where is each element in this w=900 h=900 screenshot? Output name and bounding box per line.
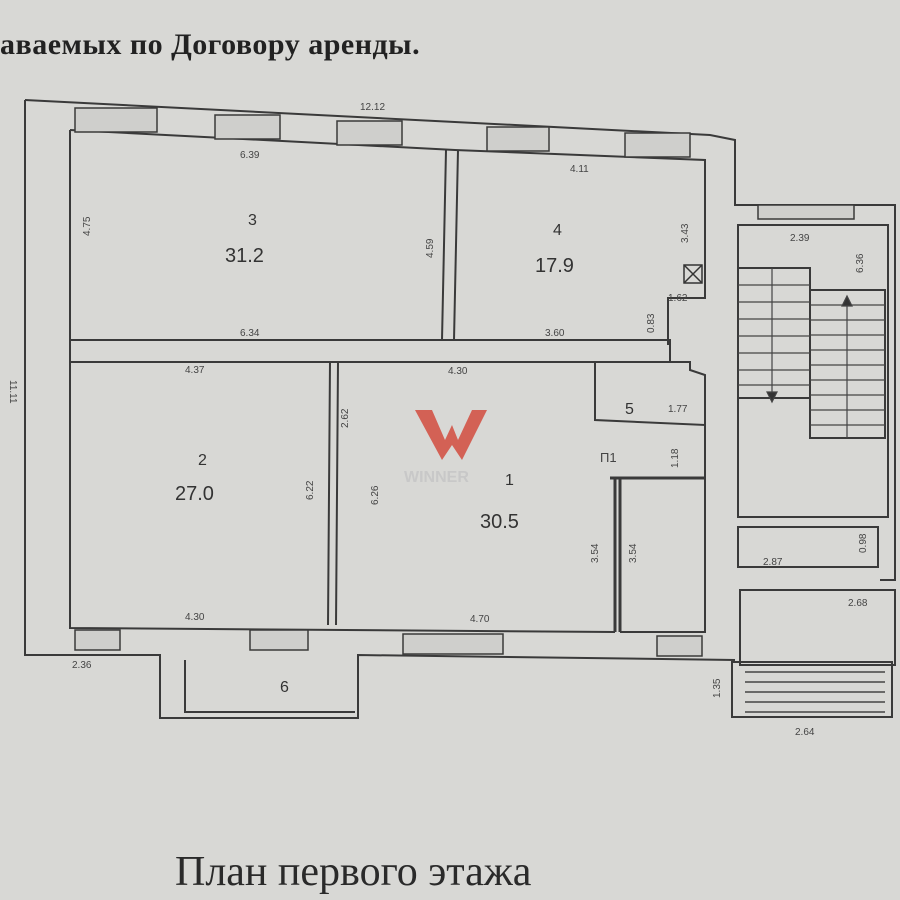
dim-vestibule: 2.68: [848, 598, 868, 609]
watermark-text: WINNER: [404, 469, 469, 486]
dim-porch-width: 2.64: [795, 727, 815, 738]
dim-r2-bottom: 4.30: [185, 612, 205, 623]
dim-stair-top: 2.39: [790, 233, 810, 244]
vent-shaft-icon: [683, 264, 703, 284]
dim-r5: 1.77: [668, 404, 688, 415]
dim-r1-bottom: 4.70: [470, 614, 490, 625]
room-4-number: 4: [553, 222, 562, 239]
watermark-logo: WINNER: [404, 410, 487, 486]
dim-r1-right: 3.54: [590, 543, 601, 563]
room-3-area: 31.2: [225, 245, 264, 267]
dim-r4-niche: 1.62: [668, 293, 688, 304]
dim-r1-left: 6.26: [370, 485, 381, 505]
dim-left-bottom: 2.36: [72, 660, 92, 671]
room-1-number: 1: [505, 472, 514, 489]
dim-r4-step: 0.83: [646, 313, 657, 333]
dim-landing-width: 2.87: [763, 557, 783, 568]
dim-r2-door: 2.62: [340, 408, 351, 428]
room-2-number: 2: [198, 452, 207, 469]
dim-r3-left: 4.75: [82, 216, 93, 236]
dim-r2-top: 4.37: [185, 365, 205, 376]
dim-r3-top: 6.39: [240, 150, 260, 161]
dim-r3-right: 4.59: [425, 238, 436, 258]
room-6-number: 6: [280, 679, 289, 696]
porch-steps: [745, 671, 885, 713]
room-4-area: 17.9: [535, 255, 574, 277]
dim-landing-height: 0.98: [858, 533, 869, 553]
label-p1: П1: [600, 450, 617, 465]
room-3-number: 3: [248, 212, 257, 229]
room-1-area: 30.5: [480, 511, 519, 533]
document-heading: аваемых по Договору аренды.: [0, 28, 421, 61]
dim-r4-bottom: 3.60: [545, 328, 565, 339]
dim-r1-top: 4.30: [448, 366, 468, 377]
dim-overall-top: 12.12: [360, 102, 385, 113]
windows: [74, 107, 855, 657]
dim-r2-right: 6.22: [305, 480, 316, 500]
dim-r4-top: 4.11: [570, 164, 589, 175]
dim-porch-height: 1.35: [712, 678, 723, 698]
dim-overall-left: 11.11: [7, 380, 18, 404]
dim-stair-right: 6.36: [855, 253, 866, 273]
dim-r3-bottom: 6.34: [240, 328, 260, 339]
dim-corridor-width: 3.54: [628, 543, 639, 563]
room-2-area: 27.0: [175, 483, 214, 505]
dim-r4-right: 3.43: [680, 223, 691, 243]
outer-walls: [24, 99, 896, 719]
staircase: [737, 267, 886, 439]
dim-p1: 1.18: [670, 448, 681, 468]
room-5-number: 5: [625, 401, 634, 418]
plan-caption: План первого этажа: [175, 849, 532, 895]
